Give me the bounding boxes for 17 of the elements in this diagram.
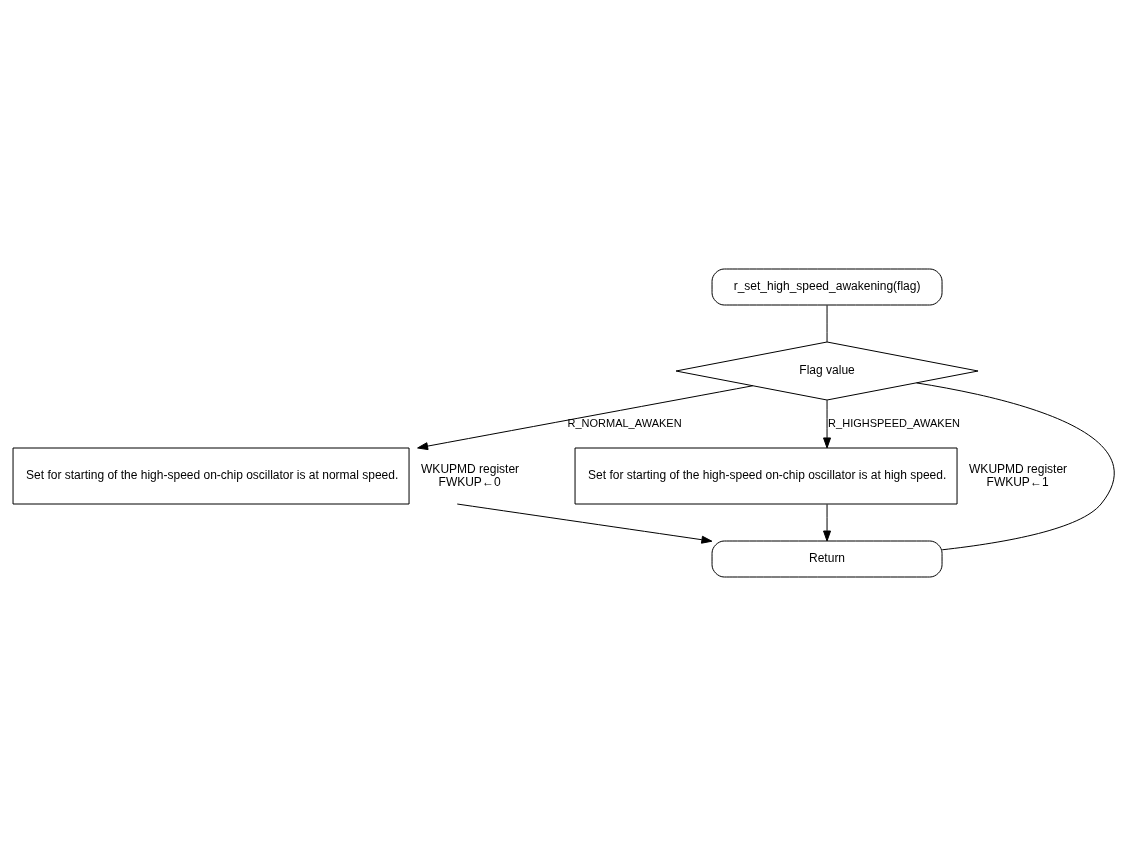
arrow <box>823 399 832 448</box>
connector <box>826 304 828 342</box>
node-label: FWKUP←0 <box>438 474 501 489</box>
node-label: WKUPMD register <box>421 461 520 476</box>
node-box: Return <box>711 540 943 577</box>
node-box: r_set_high_speed_awakening(flag) <box>711 268 943 305</box>
edge-label: R_NORMAL_AWAKEN <box>567 416 682 429</box>
node-label: WKUPMD register <box>969 461 1068 476</box>
node-diamond: Flag value <box>675 341 979 400</box>
connector <box>916 381 1115 550</box>
node-box: Set for starting of the high-speed on-chip oscillator is at normal speed. <box>12 447 410 504</box>
node-label: FWKUP←1 <box>986 474 1049 489</box>
arrow <box>823 503 832 541</box>
node-box: Set for starting of the high-speed on-chip oscillator is at high speed. <box>574 447 958 504</box>
arrow <box>417 384 754 450</box>
arrow <box>456 503 713 544</box>
edge-label: R_HIGHSPEED_AWAKEN <box>828 416 960 429</box>
